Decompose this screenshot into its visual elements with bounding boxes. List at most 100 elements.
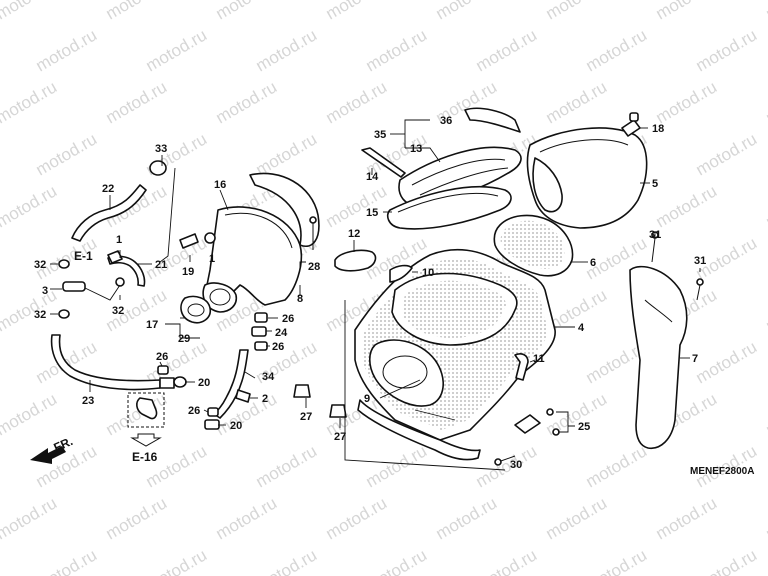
callout-18: 18: [652, 123, 664, 135]
watermark-text: motod.ru: [763, 389, 768, 439]
watermark-text: motod.ru: [33, 25, 101, 75]
joint-19: [179, 233, 199, 249]
clip-14: [361, 147, 406, 178]
clamp-20b: [204, 419, 220, 430]
ref-e16: E-16: [127, 392, 165, 464]
watermark-text: motod.ru: [103, 493, 171, 543]
band-17: [180, 295, 212, 324]
watermark-text: motod.ru: [653, 0, 721, 23]
watermark-text: motod.ru: [653, 493, 721, 543]
hose-22: [71, 184, 147, 242]
grommet-24: [251, 326, 267, 337]
callout-5: 5: [652, 178, 658, 190]
watermark-text: motod.ru: [143, 233, 211, 283]
watermark-text: motod.ru: [763, 285, 768, 335]
callout-6: 6: [590, 257, 596, 269]
down-arrow-icon: [130, 433, 162, 447]
watermark-text: motod.ru: [253, 25, 321, 75]
bracket-12: [334, 249, 377, 272]
watermark-text: motod.ru: [0, 77, 60, 127]
band-16: [249, 172, 320, 247]
watermark-text: motod.ru: [0, 493, 60, 543]
joint-3: [62, 281, 86, 292]
callout-12: 12: [348, 228, 360, 240]
bracket-e16: [136, 397, 158, 420]
cover-assembly: [361, 107, 522, 230]
grommet-26a: [254, 312, 268, 323]
watermark-text: motod.ru: [693, 25, 761, 75]
callout-34: 34: [262, 371, 275, 383]
callout-14: 14: [366, 171, 379, 183]
air-cleaner-case: [344, 248, 556, 471]
clip-32c: [115, 277, 125, 287]
watermark-text: motod.ru: [473, 25, 541, 75]
ref-e1: E-1: [74, 249, 93, 263]
callout-35: 35: [374, 129, 386, 141]
tube-21: [107, 255, 146, 287]
bolt-30: [494, 458, 502, 466]
cap-33: [149, 160, 167, 176]
callout-15: 15: [366, 207, 378, 219]
callout-26c: 26: [156, 351, 168, 363]
ref-e1-label: E-1: [74, 249, 93, 263]
watermark-text: motod.ru: [0, 285, 60, 335]
callout-20b: 20: [230, 420, 242, 432]
watermark-text: motod.ru: [363, 25, 431, 75]
watermark-text: motod.ru: [33, 129, 101, 179]
watermark-text: motod.ru: [0, 389, 60, 439]
watermark-text: motod.ru: [543, 77, 611, 127]
watermark-text: motod.ru: [0, 0, 60, 23]
callout-31b: 31: [694, 255, 706, 267]
watermark-text: motod.ru: [693, 129, 761, 179]
watermark-text: motod.ru: [143, 441, 211, 491]
watermark-text: motod.ru: [763, 77, 768, 127]
watermark-text: motod.ru: [103, 0, 171, 23]
callout-26a: 26: [282, 313, 294, 325]
watermark-text: motod.ru: [363, 545, 431, 576]
air-box-upper: [526, 112, 648, 229]
callout-1b: 1: [209, 253, 215, 265]
leader-lines: [50, 119, 701, 433]
joint-1a: [107, 250, 123, 264]
side-cover: [629, 231, 704, 449]
callout-27b: 27: [334, 431, 346, 443]
watermark-text: motod.ru: [213, 493, 281, 543]
watermark-text: motod.ru: [583, 545, 651, 576]
callout-33: 33: [155, 143, 167, 155]
watermark-text: motod.ru: [763, 493, 768, 543]
diagram-code: MENEF2800A: [690, 466, 754, 477]
callout-29: 29: [178, 333, 190, 345]
clip-32a: [58, 259, 70, 269]
clamp-2: [235, 389, 251, 403]
watermark-text: motod.ru: [433, 493, 501, 543]
bushing-27b: [329, 404, 347, 418]
seal-36: [464, 107, 521, 133]
connecting-tube: [179, 172, 320, 324]
callout-13: 13: [410, 143, 422, 155]
hose-group: [50, 160, 187, 420]
watermark-text: motod.ru: [763, 181, 768, 231]
callout-1a: 1: [116, 234, 122, 246]
seal-10: [389, 264, 413, 283]
watermark-text: motod.ru: [693, 545, 761, 576]
callout-16: 16: [214, 179, 226, 191]
callout-27a: 27: [300, 411, 312, 423]
bracket-11: [514, 353, 529, 381]
callout-25: 25: [578, 421, 590, 433]
small-parts: [157, 312, 347, 430]
watermark-text: motod.ru: [143, 25, 211, 75]
callout-26d: 26: [188, 405, 200, 417]
callout-2: 2: [262, 393, 268, 405]
clip-32b: [58, 309, 70, 319]
filter-element: [493, 214, 574, 277]
watermark-text: motod.ru: [653, 181, 721, 231]
callout-30: 30: [510, 459, 522, 471]
watermark-text: motod.ru: [253, 545, 321, 576]
watermark-text: motod.ru: [433, 0, 501, 23]
watermark-text: motod.ru: [583, 441, 651, 491]
watermark-text: motod.ru: [583, 25, 651, 75]
callout-10: 10: [422, 267, 434, 279]
front-arrow-icon: [30, 446, 66, 464]
clamp-20a: [159, 377, 175, 389]
callout-28: 28: [308, 261, 320, 273]
